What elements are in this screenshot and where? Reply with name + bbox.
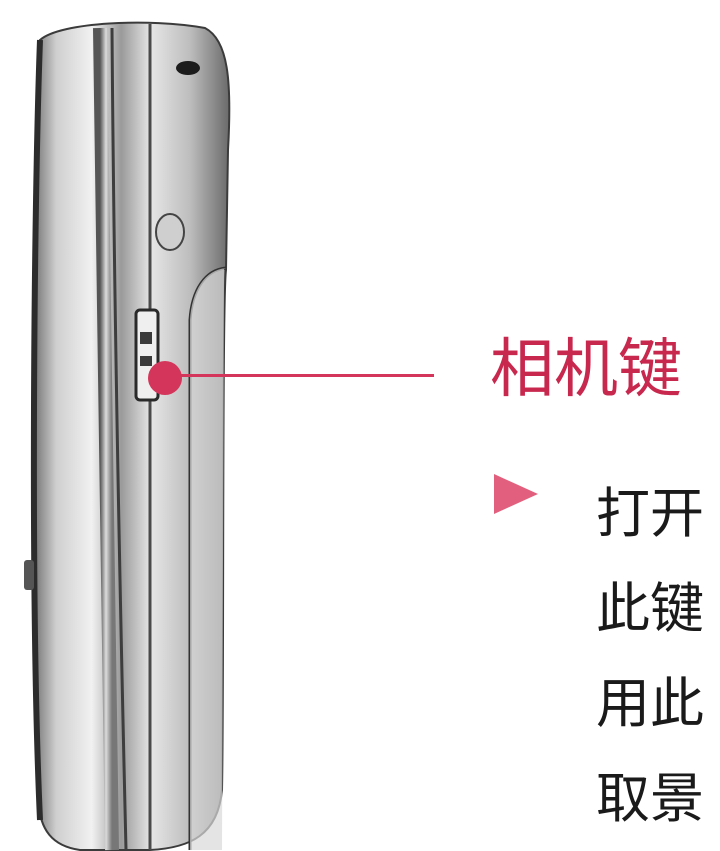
description-line: 此键	[596, 577, 704, 640]
description-line: 取景	[596, 767, 704, 830]
phone-side-illustration	[24, 21, 231, 851]
description-line: 打开	[596, 482, 704, 545]
triangle-right-icon	[494, 474, 538, 514]
camera-key-title: 相机键	[490, 333, 682, 407]
callout-line	[172, 374, 434, 377]
description-line: 用此	[596, 672, 704, 735]
camera-key-description: 打开 此键 用此 取景	[596, 466, 704, 846]
camera-key-marker	[148, 361, 182, 395]
earpiece-icon	[176, 61, 200, 75]
